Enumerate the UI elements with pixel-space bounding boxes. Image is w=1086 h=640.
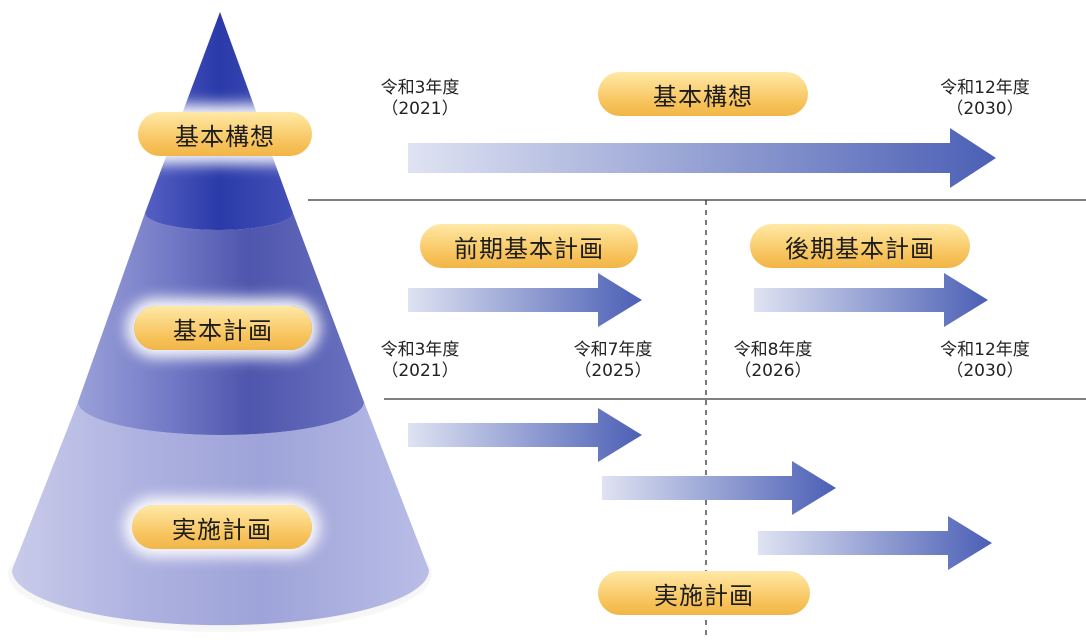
second-plan-start-year: 令和8年度 （2026）	[713, 340, 833, 382]
vision-arrow	[408, 128, 996, 188]
implementation-arrow-2	[602, 461, 836, 515]
first-plan-end-year: 令和7年度 （2025）	[553, 340, 673, 382]
second-plan-end-reiwa: 令和12年度	[940, 340, 1030, 360]
second-plan-end-ad: （2030）	[946, 361, 1024, 381]
vision-start-year-reiwa: 令和3年度	[380, 78, 460, 98]
first-plan-start-year: 令和3年度 （2021）	[360, 340, 480, 382]
vision-label: 基本構想	[598, 72, 808, 116]
implementation-arrow-1	[408, 408, 642, 462]
first-plan-start-reiwa: 令和3年度	[380, 340, 460, 360]
first-plan-end-ad: （2025）	[574, 361, 652, 381]
second-plan-end-year: 令和12年度 （2030）	[915, 340, 1055, 382]
first-plan-start-ad: （2021）	[381, 361, 459, 381]
vision-end-year-ad: （2030）	[946, 99, 1024, 119]
cone-label-implementation: 実施計画	[132, 505, 312, 549]
first-plan-arrow	[408, 273, 642, 327]
cone-label-vision: 基本構想	[138, 112, 312, 156]
second-plan-arrow	[754, 273, 988, 327]
first-basic-plan-label: 前期基本計画	[420, 224, 638, 268]
second-basic-plan-label: 後期基本計画	[750, 224, 970, 268]
implementation-label: 実施計画	[598, 571, 810, 615]
vision-start-year-ad: （2021）	[381, 99, 459, 119]
first-plan-end-reiwa: 令和7年度	[573, 340, 653, 360]
implementation-arrow-3	[758, 516, 992, 570]
second-plan-start-ad: （2026）	[734, 361, 812, 381]
second-plan-start-reiwa: 令和8年度	[733, 340, 813, 360]
cone-label-basic-plan: 基本計画	[134, 306, 312, 350]
vision-end-year: 令和12年度 （2030）	[915, 78, 1055, 120]
vision-end-year-reiwa: 令和12年度	[940, 78, 1030, 98]
vision-start-year: 令和3年度 （2021）	[360, 78, 480, 120]
